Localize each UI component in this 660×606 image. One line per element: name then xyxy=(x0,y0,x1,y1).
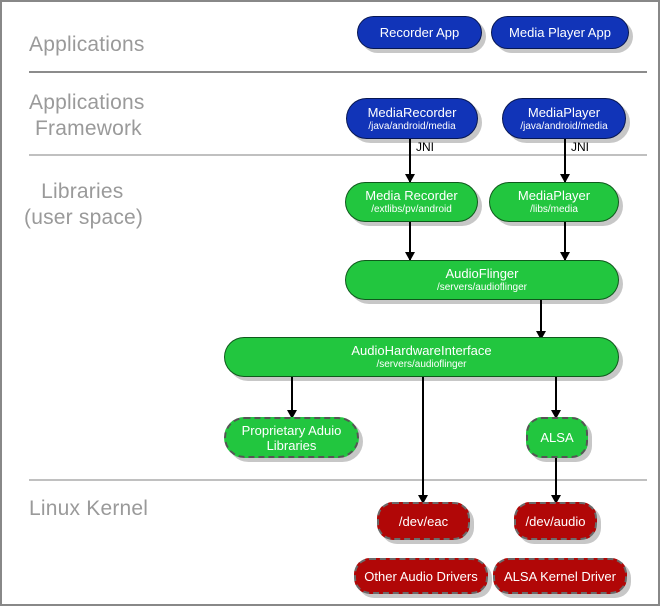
node-dev-audio[interactable]: /dev/audio xyxy=(514,502,597,540)
layer-label-linux-kernel: Linux Kernel xyxy=(29,497,149,520)
arrowhead-mediarecorder-lib-to-audioflinger xyxy=(405,252,415,261)
divider-applications xyxy=(29,71,647,73)
node-audioflinger[interactable]: AudioFlinger /servers/audioflinger xyxy=(345,260,619,300)
arrowhead-mediarecorder-jni xyxy=(405,174,415,183)
layer-label-applications-framework-line2: Framework xyxy=(29,117,142,140)
connector-audioflinger-to-audiohardwareinterface xyxy=(540,300,542,338)
node-dev-eac[interactable]: /dev/eac xyxy=(377,502,470,540)
node-media-player-app[interactable]: Media Player App xyxy=(491,16,629,49)
connector-ahi-to-proprietary-libs xyxy=(291,377,293,417)
connector-ahi-to-alsa xyxy=(555,377,557,417)
arrowhead-ahi-to-proprietary-libs xyxy=(287,410,297,419)
connector-mediaplayer-lib-to-audioflinger xyxy=(564,222,566,260)
layer-label-libraries-line2: (user space) xyxy=(24,206,144,229)
node-audiohardwareinterface[interactable]: AudioHardwareInterface /servers/audiofli… xyxy=(224,337,619,377)
layer-label-applications-framework-line1: Applications xyxy=(29,91,145,114)
node-mediaplayer-framework[interactable]: MediaPlayer /java/android/media xyxy=(502,98,626,139)
node-dev-audio-title: /dev/audio xyxy=(525,513,586,529)
node-dev-eac-title: /dev/eac xyxy=(398,513,449,529)
connector-alsa-to-dev-audio xyxy=(555,458,557,502)
arrowhead-mediaplayer-lib-to-audioflinger xyxy=(560,252,570,261)
node-mediaplayer-lib-title: MediaPlayer xyxy=(517,188,591,203)
edge-label-jni-recorder: JNI xyxy=(416,140,434,154)
divider-applications-framework xyxy=(29,154,647,156)
connector-mediarecorder-jni xyxy=(409,139,411,182)
connector-ahi-to-dev-eac xyxy=(422,377,424,502)
node-mediaplayer-framework-path: /java/android/media xyxy=(520,120,608,132)
arrowhead-ahi-to-dev-eac xyxy=(418,495,428,504)
layer-label-libraries-line1: Libraries xyxy=(29,180,124,203)
node-mediaplayer-lib[interactable]: MediaPlayer /libs/media xyxy=(489,182,619,222)
node-audiohardwareinterface-path: /servers/audioflinger xyxy=(376,359,467,370)
node-media-recorder-lib[interactable]: Media Recorder /extlibs/pv/android xyxy=(345,182,478,222)
arrowhead-ahi-to-alsa xyxy=(551,410,561,419)
arrowhead-audioflinger-to-audiohardwareinterface xyxy=(536,331,546,340)
layer-label-applications: Applications xyxy=(29,33,145,56)
connector-mediarecorder-lib-to-audioflinger xyxy=(409,222,411,260)
node-mediarecorder-framework-path: /java/android/media xyxy=(368,120,456,132)
node-other-audio-drivers[interactable]: Other Audio Drivers xyxy=(354,558,488,594)
node-other-audio-drivers-title: Other Audio Drivers xyxy=(364,568,478,584)
node-mediaplayer-lib-path: /libs/media xyxy=(530,204,578,215)
node-audiohardwareinterface-title: AudioHardwareInterface xyxy=(351,343,492,358)
connector-mediaplayer-jni xyxy=(564,139,566,182)
node-recorder-app-title: Recorder App xyxy=(379,25,460,40)
node-alsa[interactable]: ALSA xyxy=(526,417,588,458)
node-proprietary-audio-libraries[interactable]: Proprietary Aduio Libraries xyxy=(224,417,359,458)
arrowhead-alsa-to-dev-audio xyxy=(551,495,561,504)
node-media-recorder-lib-title: Media Recorder xyxy=(365,188,458,203)
node-mediarecorder-framework[interactable]: MediaRecorder /java/android/media xyxy=(346,98,478,139)
node-audioflinger-path: /servers/audioflinger xyxy=(436,282,528,293)
node-media-player-app-title: Media Player App xyxy=(509,25,611,40)
node-alsa-kernel-driver[interactable]: ALSA Kernel Driver xyxy=(493,558,627,594)
arrowhead-mediaplayer-jni xyxy=(560,174,570,183)
edge-label-jni-player: JNI xyxy=(571,140,589,154)
node-mediarecorder-framework-title: MediaRecorder xyxy=(367,104,457,120)
node-recorder-app[interactable]: Recorder App xyxy=(357,16,482,49)
divider-linux-kernel xyxy=(29,479,647,481)
node-proprietary-audio-libraries-title: Proprietary Aduio Libraries xyxy=(241,422,342,453)
node-audioflinger-title: AudioFlinger xyxy=(445,266,519,281)
node-alsa-kernel-driver-title: ALSA Kernel Driver xyxy=(504,568,616,584)
node-media-recorder-lib-path: /extlibs/pv/android xyxy=(371,204,452,215)
node-alsa-title: ALSA xyxy=(540,430,574,445)
node-mediaplayer-framework-title: MediaPlayer xyxy=(527,104,601,120)
